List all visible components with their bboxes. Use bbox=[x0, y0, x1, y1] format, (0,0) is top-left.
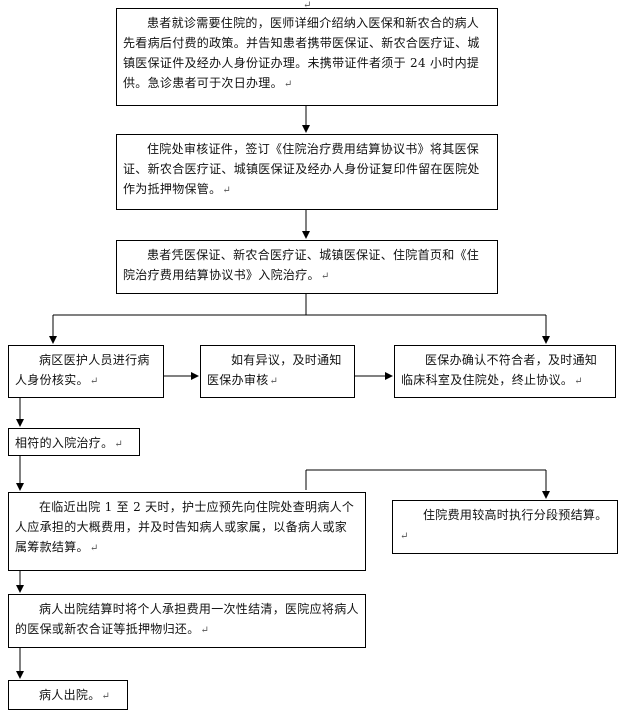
step-admit-text: 患者凭医保证、新农合医疗证、城镇医保证、住院首页和《住院治疗费用结算协议书》入院… bbox=[123, 248, 480, 282]
paragraph-mark: ↵ bbox=[101, 691, 111, 702]
paragraph-mark: ↵ bbox=[222, 185, 232, 196]
paragraph-mark: ↵ bbox=[283, 79, 293, 90]
step-mismatch-box: 医保办确认不符合者，及时通知临床科室及住院处，终止协议。↵ bbox=[394, 345, 616, 398]
step-consult-box: 患者就诊需要住院的，医师详细介绍纳入医保和新农合的病人先看病后付费的政策。并告知… bbox=[116, 8, 498, 106]
step-mismatch-text: 医保办确认不符合者，及时通知临床科室及住院处，终止协议。 bbox=[401, 353, 598, 387]
paragraph-mark: ↵ bbox=[269, 376, 279, 387]
paragraph-mark: ↵ bbox=[89, 376, 99, 387]
paragraph-mark: ↵ bbox=[574, 376, 583, 387]
paragraph-mark: ↵ bbox=[320, 271, 330, 282]
step-objection-box: 如有异议，及时通知医保办审核↵ bbox=[200, 345, 355, 398]
step-verify-docs-box: 住院处审核证件，签订《住院治疗费用结算协议书》将其医保证、新农合医疗证、城镇医保… bbox=[116, 134, 498, 210]
paragraph-mark: ↵ bbox=[303, 0, 312, 11]
step-pre-discharge-text: 在临近出院 1 至 2 天时，护士应预先向住院处查明病人个人应承担的大概费用，并… bbox=[15, 500, 355, 554]
paragraph-mark: ↵ bbox=[200, 625, 210, 636]
step-discharge-text: 病人出院。 bbox=[39, 688, 101, 702]
step-settle-box: 病人出院结算时将个人承担费用一次性结清，医院应将病人的医保或新农合证等抵押物归还… bbox=[8, 594, 366, 648]
step-ward-check-box: 病区医护人员进行病人身份核实。↵ bbox=[8, 345, 164, 398]
step-admit-box: 患者凭医保证、新农合医疗证、城镇医保证、住院首页和《住院治疗费用结算协议书》入院… bbox=[116, 240, 498, 294]
step-settle-text: 病人出院结算时将个人承担费用一次性结清，医院应将病人的医保或新农合证等抵押物归还… bbox=[15, 602, 359, 636]
paragraph-mark: ↵ bbox=[89, 543, 99, 554]
step-match-box: 相符的入院治疗。↵ bbox=[8, 428, 140, 456]
step-pre-discharge-box: 在临近出院 1 至 2 天时，护士应预先向住院处查明病人个人应承担的大概费用，并… bbox=[8, 492, 366, 571]
paragraph-mark: ↵ bbox=[400, 531, 409, 542]
step-ward-check-text: 病区医护人员进行病人身份核实。 bbox=[15, 353, 150, 387]
step-discharge-box: 病人出院。↵ bbox=[8, 680, 128, 710]
step-staged-text: 住院费用较高时执行分段预结算。 bbox=[423, 508, 608, 522]
step-staged-box: 住院费用较高时执行分段预结算。 ↵ bbox=[392, 500, 618, 554]
step-objection-text: 如有异议，及时通知医保办审核 bbox=[207, 353, 342, 387]
step-verify-docs-text: 住院处审核证件，签订《住院治疗费用结算协议书》将其医保证、新农合医疗证、城镇医保… bbox=[123, 142, 480, 196]
step-match-text: 相符的入院治疗。 bbox=[15, 436, 114, 450]
step-consult-text: 患者就诊需要住院的，医师详细介绍纳入医保和新农合的病人先看病后付费的政策。并告知… bbox=[123, 16, 480, 90]
paragraph-mark: ↵ bbox=[114, 439, 124, 450]
